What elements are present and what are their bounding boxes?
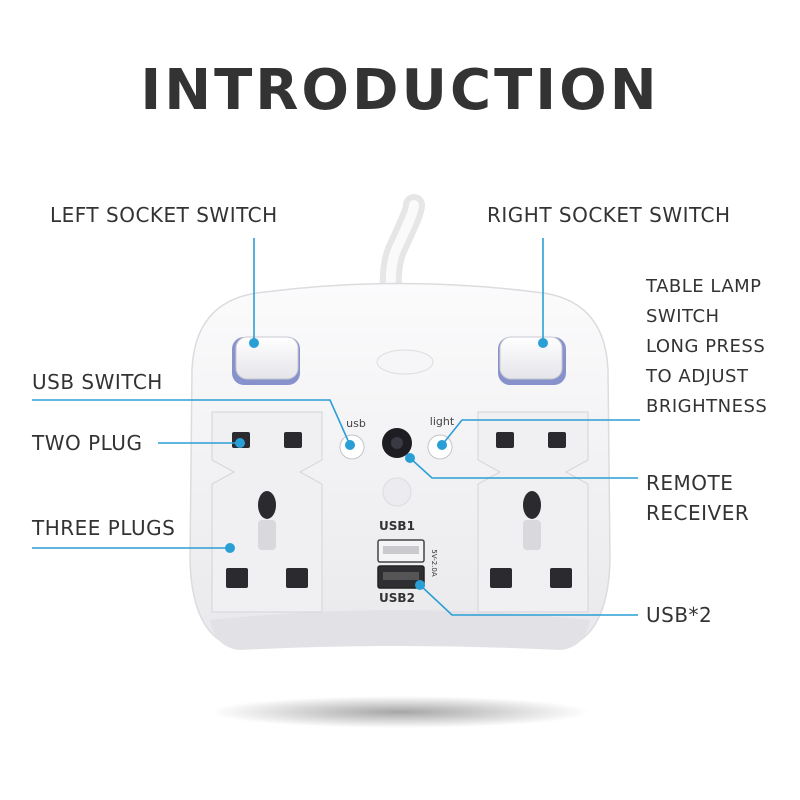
callout-lines	[32, 238, 640, 616]
remote-receiver-line-2: RECEIVER	[646, 501, 750, 525]
light-button-label: light	[430, 415, 455, 428]
left-socket-panel	[211, 411, 323, 613]
usb-button-label: usb	[346, 417, 366, 430]
remote-receiver-line-1: REMOTE	[646, 471, 734, 495]
device-shadow	[210, 696, 590, 728]
lamp-base	[376, 349, 434, 375]
right-socket-panel	[477, 411, 589, 613]
page-title: INTRODUCTION	[140, 58, 660, 123]
usb-switch-label: USB SWITCH	[32, 370, 163, 394]
table-lamp-line-4: TO ADJUST	[646, 366, 749, 387]
callout-dots	[225, 338, 548, 590]
left-socket-switch-label: LEFT SOCKET SWITCH	[50, 203, 278, 227]
remote-receiver-label: REMOTE RECEIVER	[646, 468, 749, 528]
table-lamp-line-1: TABLE LAMP	[646, 276, 762, 297]
remote-receiver	[382, 428, 412, 458]
table-lamp-line-2: SWITCH	[646, 306, 720, 327]
usb-port-2[interactable]	[377, 565, 425, 589]
three-plugs-label: THREE PLUGS	[32, 516, 176, 540]
usb-port-1[interactable]	[377, 539, 425, 563]
two-plug-label: TWO PLUG	[32, 431, 143, 455]
usb-rating: 5V-2.0A	[430, 549, 438, 576]
right-socket-switch-label: RIGHT SOCKET SWITCH	[487, 203, 731, 227]
left-socket-switch[interactable]	[232, 336, 300, 385]
usb2-label: USB2	[379, 591, 415, 605]
usb1-label: USB1	[379, 519, 415, 533]
table-lamp-switch-label: TABLE LAMP SWITCH LONG PRESS TO ADJUST B…	[646, 272, 767, 422]
right-socket-switch[interactable]	[498, 336, 566, 385]
table-lamp-line-5: BRIGHTNESS	[646, 396, 768, 417]
table-lamp-line-3: LONG PRESS	[646, 336, 766, 357]
usb-2-label: USB*2	[646, 603, 713, 627]
